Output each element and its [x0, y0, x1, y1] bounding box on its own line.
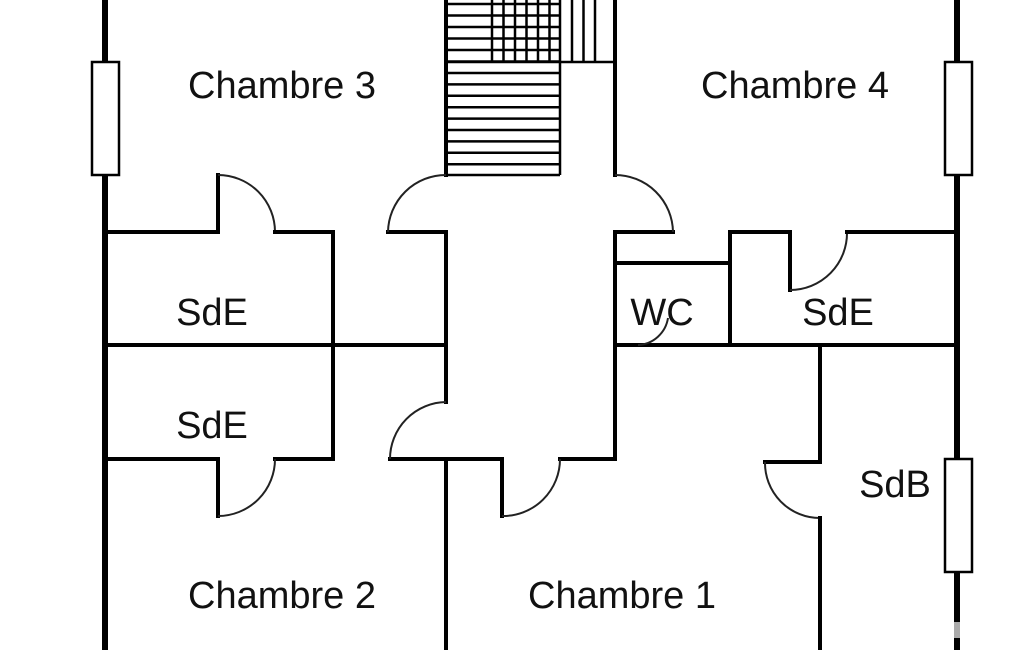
room-label-chambre2: Chambre 2 [188, 575, 376, 617]
right-room-walls [613, 230, 959, 650]
room-label-chambre1: Chambre 1 [528, 575, 716, 617]
left-room-walls [103, 173, 448, 518]
room-label-chambre3: Chambre 3 [188, 65, 376, 107]
window-chambre4 [943, 60, 974, 177]
room-label-sde-left-top: SdE [176, 292, 248, 334]
room-label-sde-right: SdE [802, 292, 874, 334]
hallway-walls [386, 0, 675, 650]
room-label-sdb: SdB [859, 464, 931, 506]
room-label-wc: WC [630, 292, 693, 334]
room-label-sde-left-bottom: SdE [176, 405, 248, 447]
window-sdb [943, 457, 974, 574]
window-chambre3 [90, 60, 121, 177]
staircase [446, 0, 615, 177]
room-label-chambre4: Chambre 4 [701, 65, 889, 107]
